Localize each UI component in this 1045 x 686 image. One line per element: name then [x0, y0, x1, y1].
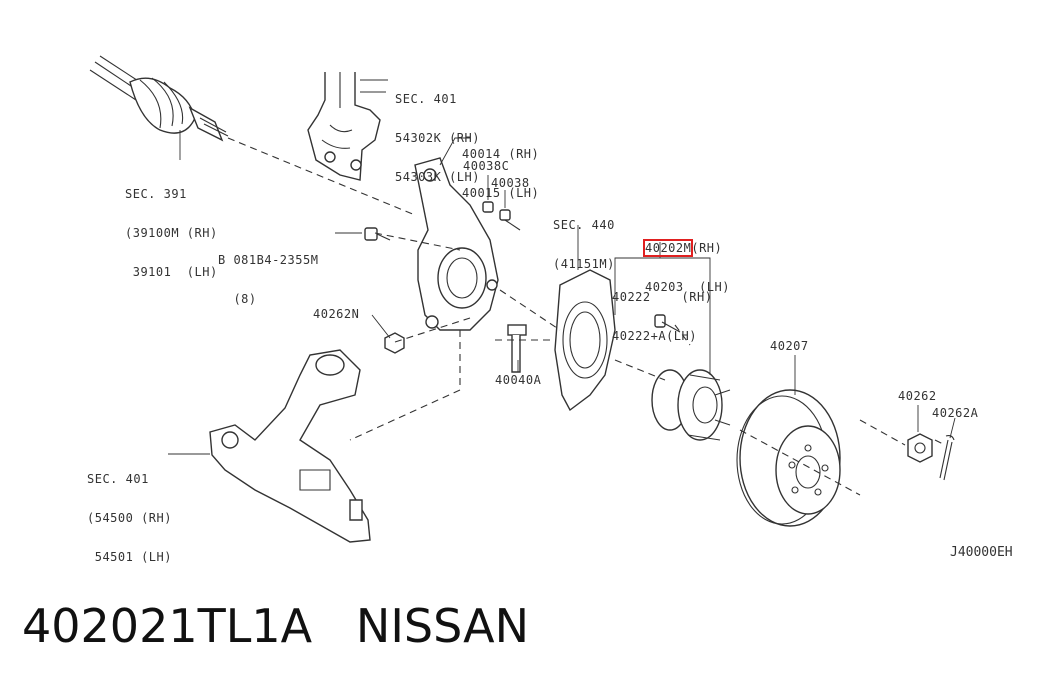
callout-line: SEC. 401 — [395, 92, 457, 106]
lower-control-arm[interactable] — [209, 349, 371, 543]
bolt-40038[interactable] — [499, 209, 521, 231]
bolt-40222[interactable] — [654, 314, 681, 333]
callout-line: (41151M) — [553, 257, 615, 271]
highlighted-part-number[interactable]: 40202M — [642, 239, 694, 257]
callout-line: 54501 (LH) — [87, 550, 172, 564]
callout-line: B 081B4-2355M — [218, 253, 319, 267]
callout-sec401-arm: SEC. 401 (54500 (RH) 54501 (LH) — [87, 447, 172, 577]
callout-line: (54500 (RH) — [87, 511, 172, 525]
callout-knuckle: 40014 (RH) 40015 (LH) — [462, 122, 539, 213]
callout-40262n: 40262N — [313, 307, 360, 321]
callout-line: 54302K (RH) — [395, 131, 480, 145]
bolt-081b4[interactable] — [364, 227, 391, 241]
callout-line: 40222 (RH) — [612, 290, 713, 304]
part-caption: 402021TL1A NISSAN — [22, 599, 530, 653]
brake-rotor[interactable] — [736, 389, 841, 527]
callout-line: 40202M(RH) — [642, 239, 730, 257]
cotter-pin-40262a[interactable] — [939, 434, 955, 481]
strut-bracket[interactable] — [307, 72, 381, 181]
callout-line: (39100M (RH) — [125, 226, 218, 240]
callout-line: SEC. 401 — [87, 472, 149, 486]
washer-40038c[interactable] — [482, 201, 494, 213]
callout-line: 40014 (RH) — [462, 147, 540, 161]
callout-sec401-strut: SEC. 401 54302K (RH) 54303K (LH) — [395, 67, 480, 197]
callout-line: SEC. 440 — [553, 218, 615, 232]
bolt-40040a[interactable] — [507, 324, 527, 373]
callout-line: 54303K (LH) — [395, 170, 480, 184]
callout-40040a: 40040A — [495, 373, 542, 387]
callout-suffix: (RH) — [691, 241, 723, 255]
callout-40038: 40038 — [491, 176, 530, 190]
callout-40262: 40262 — [898, 389, 937, 403]
callout-line: SEC. 391 — [125, 187, 187, 201]
callout-bolt-40222: 40222 (RH) 40222+A(LH) — [612, 265, 712, 356]
callout-sec440: SEC. 440 (41151M) — [553, 193, 615, 284]
callout-40038c: 40038C — [463, 159, 510, 173]
callout-sec391: SEC. 391 (39100M (RH) 39101 (LH) — [125, 162, 218, 292]
drive-shaft[interactable] — [89, 55, 229, 142]
nut-40262n[interactable] — [384, 332, 405, 354]
steering-knuckle[interactable] — [414, 157, 499, 331]
splash-guard[interactable] — [554, 269, 616, 412]
callout-line: 40015 (LH) — [462, 186, 540, 200]
callout-line: 40222+A(LH) — [612, 329, 697, 343]
callout-line: 40203 (LH) — [645, 280, 730, 294]
callout-40207: 40207 — [770, 339, 809, 353]
callout-hub: 40202M(RH) 40203 (LH) — [642, 216, 730, 307]
hub-assembly[interactable] — [651, 369, 731, 441]
hub-nut-40262[interactable] — [907, 433, 933, 463]
callout-40262a: 40262A — [932, 406, 979, 420]
callout-bolt-081b4: B 081B4-2355M (8) — [218, 228, 318, 319]
callout-line: 39101 (LH) — [125, 265, 218, 279]
callout-line: (8) — [218, 292, 257, 306]
exploded-parts-diagram — [89, 55, 956, 543]
diagram-reference: J40000EH — [950, 545, 1013, 560]
